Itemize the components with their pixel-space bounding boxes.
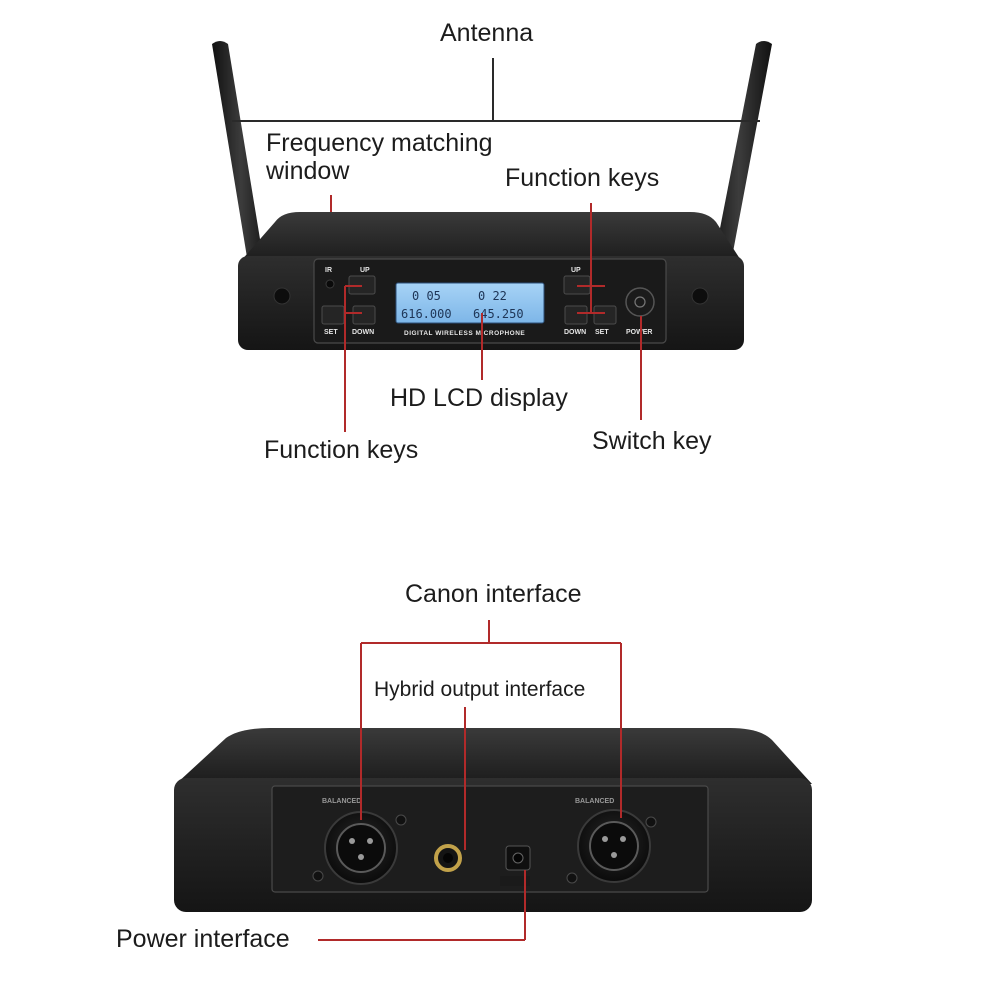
lcd-right-frequency: 645.250 bbox=[473, 307, 524, 321]
svg-text:BALANCED: BALANCED bbox=[322, 798, 361, 805]
receiver-front-view: IR UP SET DOWN 0 05 0 22 616.000 645.250… bbox=[212, 41, 772, 350]
receiver-rear-view: BALANCED BALANCED bbox=[174, 728, 812, 912]
canon-interface-label: Canon interface bbox=[405, 580, 582, 608]
antenna-label: Antenna bbox=[440, 19, 534, 47]
ir-sensor bbox=[325, 279, 335, 289]
lcd-left-channel: 0 05 bbox=[412, 289, 441, 303]
brand-strip: DIGITAL WIRELESS MICROPHONE bbox=[404, 330, 525, 337]
hd-lcd-display: 0 05 0 22 616.000 645.250 bbox=[395, 282, 545, 324]
rear-top-lid bbox=[176, 728, 812, 784]
power-icon bbox=[634, 296, 646, 308]
left-up-label: UP bbox=[360, 267, 370, 274]
left-side-knob bbox=[273, 287, 291, 305]
receiver-top-lid bbox=[240, 212, 742, 262]
right-down-label: DOWN bbox=[564, 329, 586, 336]
power-switch-button[interactable] bbox=[625, 287, 655, 317]
right-side-knob bbox=[691, 287, 709, 305]
left-canon-xlr-jack: BALANCED bbox=[312, 798, 407, 885]
power-label: POWER bbox=[626, 329, 652, 336]
right-set-button[interactable] bbox=[593, 305, 617, 325]
left-set-label: SET bbox=[324, 329, 338, 336]
right-set-label: SET bbox=[595, 329, 609, 336]
lcd-right-channel: 0 22 bbox=[478, 289, 507, 303]
bottom-callout-lines bbox=[318, 620, 622, 941]
switch-key-label: Switch key bbox=[592, 427, 712, 455]
right-canon-xlr-jack: BALANCED bbox=[566, 798, 657, 884]
hybrid-output-jack bbox=[434, 844, 462, 872]
frequency-matching-window-label: Frequency matching window bbox=[266, 129, 493, 185]
left-down-button[interactable] bbox=[352, 305, 376, 325]
function-keys-right-label: Function keys bbox=[505, 164, 660, 192]
dc-power-jack bbox=[500, 845, 531, 886]
hd-lcd-display-label: HD LCD display bbox=[390, 384, 568, 412]
svg-text:BALANCED: BALANCED bbox=[575, 798, 614, 805]
right-down-button[interactable] bbox=[564, 305, 588, 325]
top-callout-lines bbox=[232, 58, 760, 432]
ir-label: IR bbox=[325, 267, 332, 274]
function-keys-left-label: Function keys bbox=[264, 436, 419, 464]
left-set-button[interactable] bbox=[321, 305, 345, 325]
lcd-left-frequency: 616.000 bbox=[401, 307, 452, 321]
power-interface-label: Power interface bbox=[116, 925, 290, 953]
right-up-label: UP bbox=[571, 267, 581, 274]
left-down-label: DOWN bbox=[352, 329, 374, 336]
hybrid-output-interface-label: Hybrid output interface bbox=[374, 678, 586, 701]
